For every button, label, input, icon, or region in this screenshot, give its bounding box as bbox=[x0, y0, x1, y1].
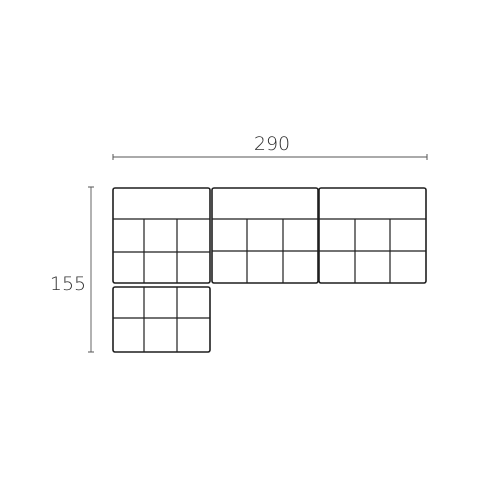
corner-module-outline bbox=[112, 187, 211, 284]
depth-dimension-label: 155 bbox=[50, 273, 86, 295]
corner-module bbox=[112, 187, 211, 284]
width-dimension-label: 290 bbox=[254, 133, 290, 155]
right-module bbox=[318, 187, 427, 284]
chaise-module-outline bbox=[112, 286, 211, 353]
depth-dimension: 155 bbox=[50, 186, 94, 353]
right-module-outline bbox=[318, 187, 427, 284]
center-module-outline bbox=[211, 187, 319, 284]
center-module bbox=[211, 187, 319, 284]
chaise-module bbox=[112, 286, 211, 353]
width-dimension: 290 bbox=[112, 133, 428, 160]
